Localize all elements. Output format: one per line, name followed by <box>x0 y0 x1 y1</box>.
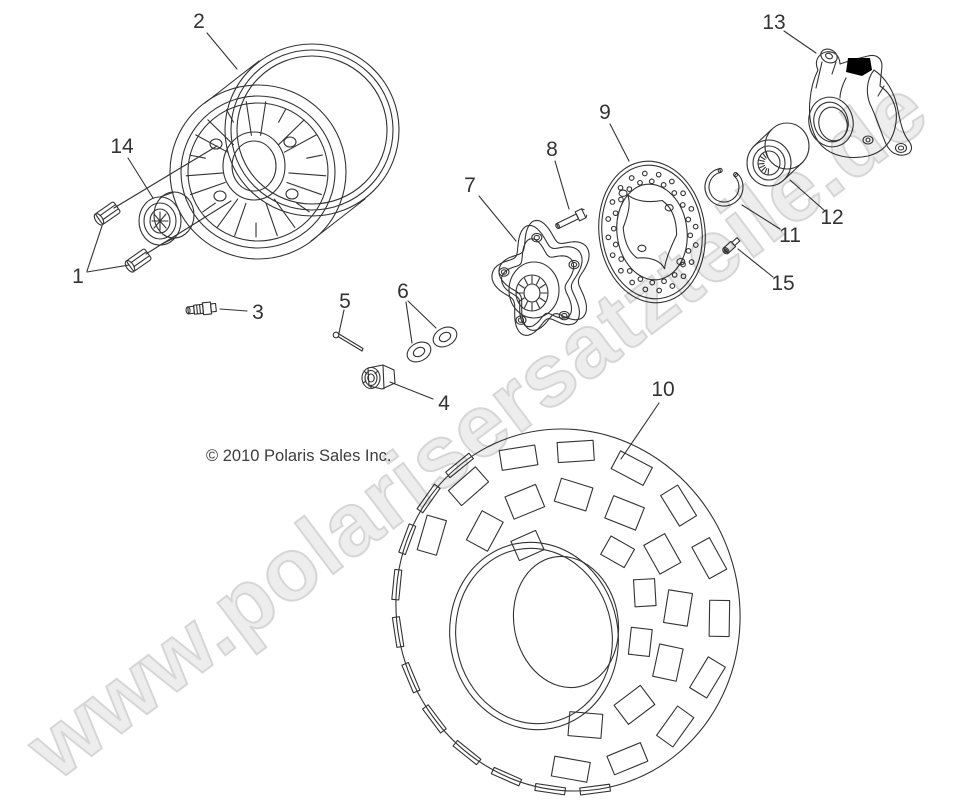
lug-nuts <box>93 201 152 273</box>
retaining-screw <box>722 237 741 255</box>
part-number-3: 3 <box>252 301 264 324</box>
part-number-12: 12 <box>820 206 844 229</box>
alignment-lines <box>113 145 232 255</box>
snap-ring <box>704 167 744 207</box>
copyright-text: © 2010 Polaris Sales Inc. <box>206 447 392 465</box>
leader-lines <box>86 30 826 460</box>
wheel-rim <box>169 43 400 260</box>
part-number-1: 1 <box>72 265 84 288</box>
part-number-11: 11 <box>779 224 801 247</box>
part-number-4: 4 <box>438 392 450 415</box>
part-number-5: 5 <box>339 290 351 313</box>
wheel-hub <box>491 219 590 336</box>
part-number-9: 9 <box>599 101 611 124</box>
hub-cap <box>138 191 195 246</box>
hub-bolt <box>555 208 588 230</box>
tire <box>391 428 741 796</box>
part-number-2: 2 <box>193 10 205 33</box>
rim-spokes <box>185 101 327 238</box>
part-number-8: 8 <box>546 138 558 161</box>
cotter-pin <box>332 331 364 352</box>
brake-disc <box>598 160 706 304</box>
washers <box>406 326 458 363</box>
valve-stem <box>185 301 217 316</box>
part-number-10: 10 <box>651 378 675 401</box>
part-number-14: 14 <box>110 135 134 158</box>
part-number-7: 7 <box>464 174 476 197</box>
part-number-15: 15 <box>771 272 795 295</box>
part-number-13: 13 <box>762 11 786 34</box>
bearing-rollers <box>757 151 770 176</box>
castle-nut <box>361 364 396 390</box>
part-number-6: 6 <box>397 280 409 303</box>
wheel-bearing <box>746 122 810 187</box>
steering-knuckle <box>808 48 913 159</box>
